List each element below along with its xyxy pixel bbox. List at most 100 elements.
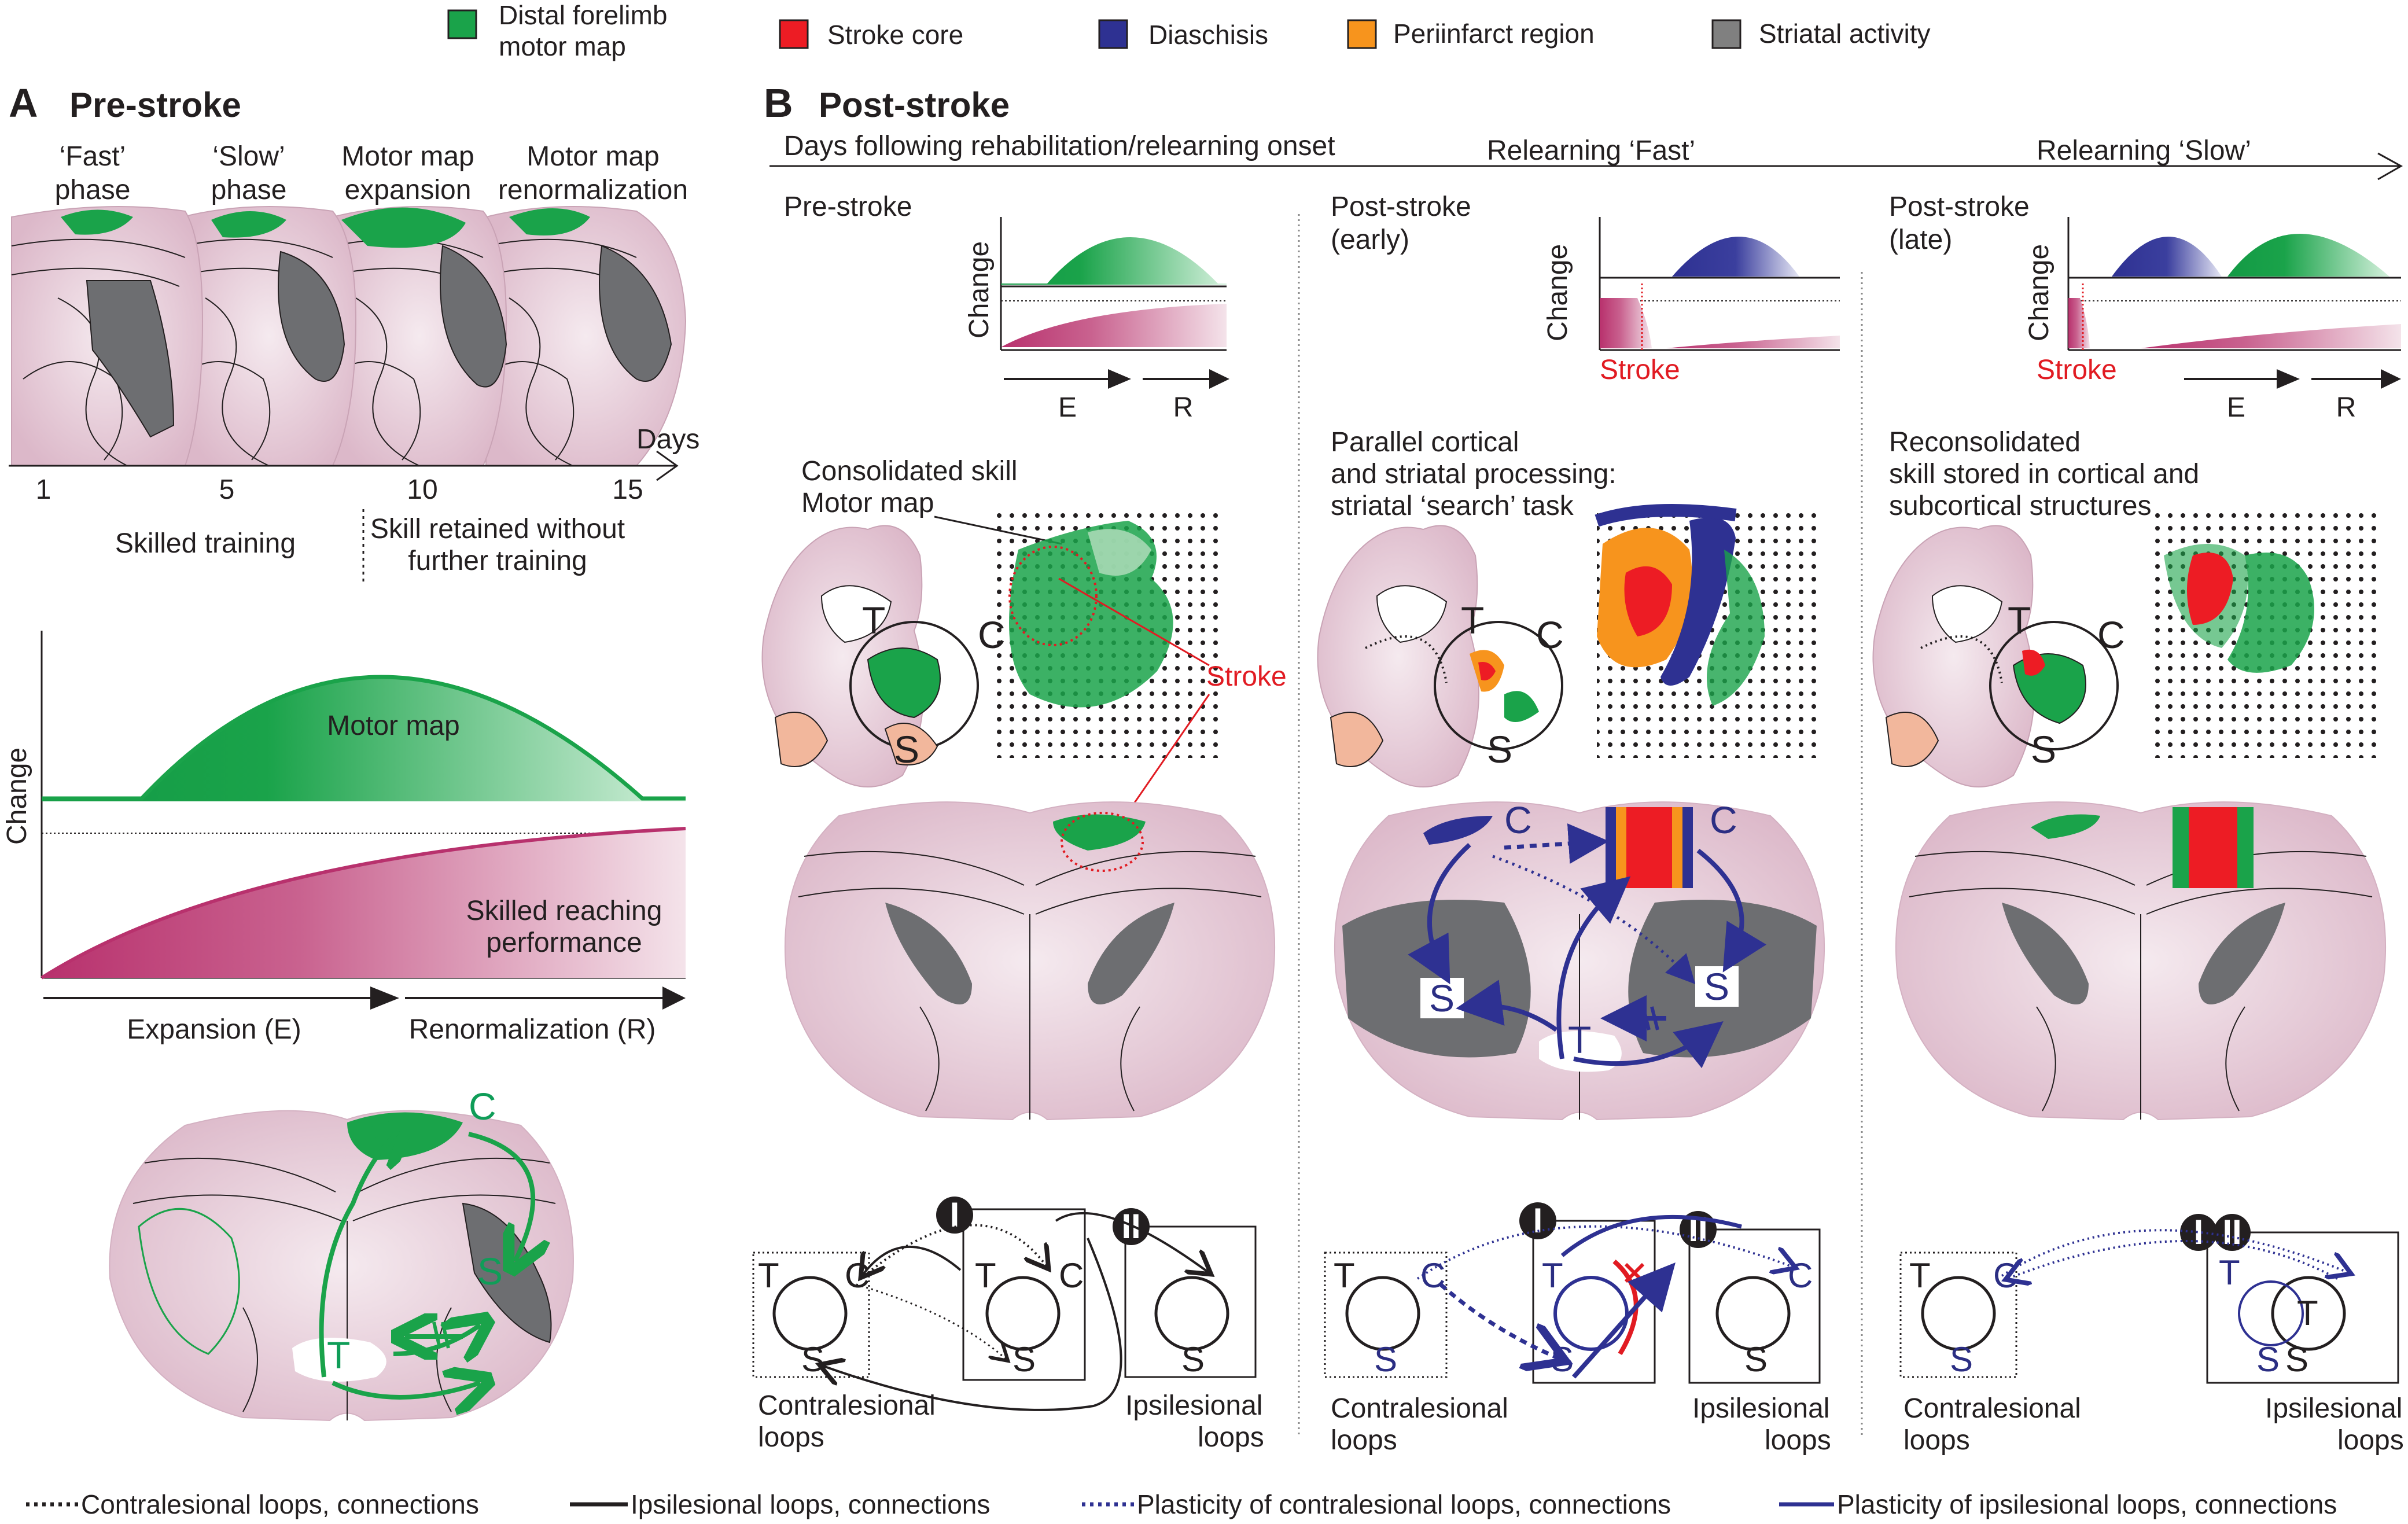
node-t-col2-coronal: T	[1568, 1018, 1591, 1061]
loop-node-c-c2: C	[1420, 1256, 1445, 1295]
panel-a-title: Pre-stroke	[69, 86, 241, 124]
ipsilesional-label-c2: Ipsilesional	[1692, 1393, 1829, 1424]
panel-a: A Pre-stroke ‘Fast’ phase ‘Slow’ phase M…	[2, 80, 699, 1422]
legend-label-diaschisis: Diaschisis	[1148, 20, 1268, 50]
legend-swatch-periinfarct	[1347, 19, 1377, 49]
col2-title-2: (early)	[1331, 224, 1409, 255]
renormalization-label: Renormalization (R)	[409, 1014, 656, 1045]
legend-label-striatal: Striatal activity	[1759, 19, 1931, 49]
phase-2-line1: ‘Slow’	[212, 141, 285, 172]
panel-b-title: Post-stroke	[819, 86, 1010, 124]
node-s-left-col2: S	[1429, 977, 1455, 1019]
mini-r-label-1: R	[1173, 392, 1194, 423]
relearning-slow-label: Relearning ‘Slow’	[2037, 135, 2251, 166]
node-c-right-col2: C	[1710, 798, 1737, 841]
phase-4-line1: Motor map	[526, 141, 659, 172]
legend-swatch-motor-map	[447, 9, 477, 39]
hemisphere-slice-stack	[11, 206, 687, 466]
mini-r-label-3: R	[2336, 392, 2357, 423]
col3-desc-2: skill stored in cortical and	[1889, 459, 2199, 489]
mini-change-label-2: Change	[1542, 244, 1573, 341]
ipsilesional-label-c1: Ipsilesional	[1125, 1390, 1262, 1421]
relearning-fast-label: Relearning ‘Fast’	[1487, 135, 1695, 166]
loop-node-t-c1: T	[758, 1256, 779, 1295]
col3-title-1: Post-stroke	[1889, 192, 2030, 222]
legend-swatch-diaschisis	[1098, 19, 1128, 49]
loop-node-s-c3: S	[1950, 1340, 1973, 1379]
loop-node-t-c3-ii: T	[2297, 1294, 2318, 1332]
loop-node-s-c2-i: S	[1551, 1340, 1574, 1379]
node-s-col3: S	[2031, 728, 2056, 771]
skilled-performance-curve	[42, 829, 686, 978]
legend-label-periinfarct: Periinfarct region	[1393, 19, 1595, 49]
legend-label-motor-map-1: Distal forelimb	[499, 0, 667, 30]
footer-plast-ipsi: Plasticity of ipsilesional loops, connec…	[1837, 1489, 2337, 1519]
mini-plot-col2: Change Stroke	[1542, 217, 1840, 385]
day-tick-15: 15	[612, 474, 643, 505]
col2-desc-1: Parallel cortical	[1331, 427, 1519, 458]
coronal-brain-a: C S T	[109, 1085, 574, 1422]
phase-3-line2: expansion	[345, 175, 472, 205]
loop-node-s-c3-ii: S	[2285, 1340, 2308, 1379]
hemisphere-slice-2	[176, 206, 357, 466]
coronal-brain-col1	[784, 801, 1276, 1121]
panel-b-letter: B	[764, 80, 793, 126]
timeline-label: Days following rehabilitation/relearning…	[784, 131, 1335, 161]
loop-badge-ii-c2: II	[1688, 1210, 1707, 1249]
phase-4-line2: renormalization	[498, 175, 688, 205]
mini-e-label-3: E	[2227, 392, 2245, 423]
hemisphere-slice-4	[480, 206, 687, 466]
skilled-training-label: Skilled training	[115, 528, 296, 559]
motor-map-curve	[42, 677, 686, 801]
performance-label-2: performance	[486, 927, 642, 958]
col3-title-2: (late)	[1889, 224, 1952, 255]
legend-swatch-striatal	[1711, 19, 1741, 49]
node-c-col3: C	[2097, 613, 2125, 656]
loop-node-t-c3-i: T	[2219, 1253, 2240, 1292]
loop-node-t-c3: T	[1909, 1256, 1931, 1295]
node-s-col1: S	[894, 728, 919, 771]
phase-1-line1: ‘Fast’	[60, 141, 126, 172]
footer-legend: Contralesional loops, connections Ipsile…	[26, 1489, 2337, 1519]
dorsal-brain-col1: T C S Stroke	[761, 509, 1287, 825]
loops-col3: T C S T T S S I II Contralesional loops …	[1899, 1213, 2404, 1456]
loop-badge-i-c2: I	[1533, 1201, 1543, 1240]
day-tick-10: 10	[407, 474, 437, 505]
loop-node-s-c3-i: S	[2256, 1340, 2280, 1379]
legend-label-motor-map-2: motor map	[499, 31, 626, 61]
mini-change-label-3: Change	[2024, 244, 2054, 341]
retained-label-1: Skill retained without	[370, 514, 625, 544]
col1-stroke-label: Stroke	[1206, 661, 1287, 692]
node-s-right-col2: S	[1704, 965, 1729, 1008]
node-c-left-col2: C	[1504, 798, 1532, 841]
coronal-brain-col2: C C S S T	[1334, 798, 1825, 1121]
loop-node-s-c1-i: S	[1012, 1340, 1036, 1379]
mini-e-label-1: E	[1058, 392, 1077, 423]
node-t-col2: T	[1461, 599, 1484, 642]
phase-2-line2: phase	[211, 175, 287, 205]
phase-1-line2: phase	[55, 175, 131, 205]
hemisphere-slice-3	[326, 206, 507, 466]
mini-change-label-1: Change	[964, 241, 995, 338]
dorsal-brain-col2: T C S	[1317, 504, 1822, 787]
loop-node-t-c2: T	[1334, 1256, 1355, 1295]
mini-stroke-label-2: Stroke	[1600, 355, 1680, 385]
col2-desc-3: striatal ‘search’ task	[1331, 491, 1574, 521]
col1-desc-1: Consolidated skill	[801, 456, 1018, 487]
change-axis-label: Change	[2, 748, 32, 845]
ipsilesional-loops-c2: loops	[1765, 1425, 1831, 1456]
node-s-col2: S	[1487, 728, 1512, 771]
col3-desc-3: subcortical structures	[1889, 491, 2152, 521]
node-t-col1: T	[862, 599, 885, 642]
loop-node-t-c1-i: T	[975, 1256, 996, 1295]
ipsilesional-label-c3: Ipsilesional	[2265, 1393, 2402, 1424]
loop-badge-i-c1: I	[950, 1195, 960, 1234]
col1-desc-2: Motor map	[801, 488, 934, 518]
loop-node-s-c2-ii: S	[1744, 1340, 1768, 1379]
loop-node-c-c1: C	[845, 1256, 870, 1295]
contralesional-label-c1: Contralesional	[758, 1390, 936, 1421]
ipsilesional-loops-c1: loops	[1198, 1422, 1264, 1453]
retained-label-2: further training	[408, 546, 587, 576]
loop-node-c-c1-i: C	[1059, 1256, 1084, 1295]
